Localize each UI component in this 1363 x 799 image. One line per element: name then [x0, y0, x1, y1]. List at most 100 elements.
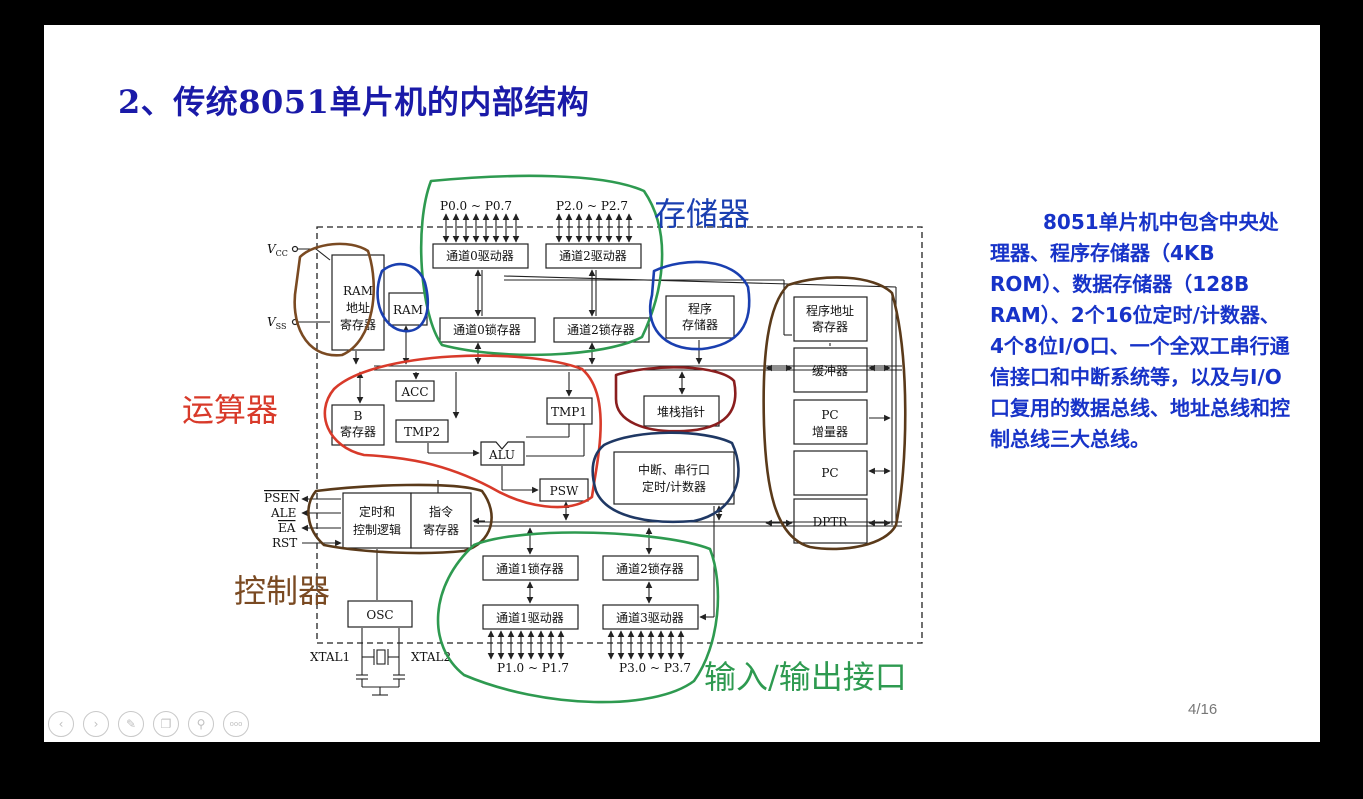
- ram-label: RAM: [393, 303, 423, 317]
- port1-driver-label: 通道1驱动器: [496, 611, 564, 625]
- architecture-diagram: 通道0驱动器 通道2驱动器 通道0锁存器 通道2锁存器 RAM 地址 寄存器 R…: [182, 174, 923, 704]
- page-number: 4/16: [1188, 701, 1218, 718]
- pc-addr-label-1: 程序地址: [806, 303, 854, 318]
- p1-pin-label: P1.0 ~ P1.7: [497, 661, 569, 675]
- timing-label-1: 定时和: [359, 504, 395, 519]
- port0-latch-label: 通道0锁存器: [453, 322, 521, 337]
- b-register-block: [331, 404, 385, 446]
- slide-title: 2、传统8051单片机的内部结构: [118, 83, 590, 121]
- port0-pins: [442, 213, 520, 243]
- p2-pin-label: P2.0 ~ P2.7: [556, 199, 628, 213]
- ram-addr-label-1: RAM: [343, 284, 373, 298]
- acc-label: ACC: [400, 385, 428, 399]
- prog-mem-label-2: 存储器: [682, 317, 718, 332]
- xtal2-pin-label: XTAL2: [411, 650, 451, 664]
- interrupt-outline: [591, 431, 740, 524]
- buffer-label: 缓冲器: [812, 363, 848, 378]
- io-outline: [436, 531, 720, 704]
- psen-pin-label: PSEN: [264, 491, 300, 505]
- port2-latch-block: [553, 317, 650, 343]
- controller-outline: [307, 483, 493, 555]
- timing-control-block: [342, 492, 412, 549]
- tmp1-label: TMP1: [551, 405, 587, 419]
- int-serial-label-1: 中断、串行口: [638, 462, 710, 477]
- right-column-outline: [762, 276, 907, 551]
- zoom-icon[interactable]: ⚲: [188, 711, 214, 737]
- rst-pin-label: RST: [272, 536, 297, 550]
- timing-label-2: 控制逻辑: [353, 523, 401, 537]
- ale-pin-label: ALE: [270, 506, 296, 520]
- alu-label: ALU: [488, 448, 515, 462]
- alu-annotation: 运算器: [182, 391, 278, 429]
- alu-outline: [323, 354, 602, 509]
- port3-pins: [607, 630, 685, 660]
- prev-icon[interactable]: ‹: [48, 711, 74, 737]
- psw-label: PSW: [550, 484, 579, 498]
- b-reg-label-2: 寄存器: [340, 424, 376, 439]
- port1-driver-block: [482, 604, 579, 630]
- ram-addr-reg-block: [331, 254, 385, 351]
- b-reg-label-1: B: [354, 409, 363, 423]
- ram-block: [388, 292, 428, 326]
- stack-outline: [614, 365, 737, 433]
- port2-latch-b-label: 通道2锁存器: [616, 561, 684, 576]
- vcc-pin-label: VCC: [267, 242, 288, 258]
- osc-label: OSC: [366, 608, 393, 622]
- dptr-block: [793, 498, 868, 544]
- pen-icon[interactable]: ✎: [118, 711, 144, 737]
- slide-description: 8051单片机中包含中央处理器、程序存储器（4KB ROM）、数据存储器（128…: [990, 210, 1290, 451]
- io-annotation: 输入/输出接口: [704, 658, 907, 696]
- presentation-toolbar: ‹ › ✎ ❐ ⚲ ooo: [48, 711, 249, 739]
- next-icon[interactable]: ›: [83, 711, 109, 737]
- port2-latch-label: 通道2锁存器: [567, 322, 635, 337]
- ram-addr-label-2: 地址: [346, 301, 370, 315]
- stack-pointer-block: [643, 395, 720, 427]
- alu-block: [480, 441, 525, 466]
- pc-addr-label-2: 寄存器: [812, 319, 848, 334]
- port2-pins: [555, 213, 633, 243]
- tmp2-label: TMP2: [404, 425, 440, 439]
- stack-ptr-label: 堆栈指针: [657, 404, 705, 419]
- port2-driver-label: 通道2驱动器: [559, 249, 627, 263]
- port1-latch-label: 通道1锁存器: [496, 561, 564, 576]
- port1-latch-block: [482, 555, 579, 581]
- controller-annotation: 控制器: [234, 572, 330, 610]
- pc-incrementer-block: [793, 399, 868, 445]
- port0-driver-label: 通道0驱动器: [446, 249, 514, 263]
- memory-annotation: 存储器: [654, 195, 750, 233]
- pc-inc-label-1: PC: [821, 408, 838, 422]
- instruction-reg-block: [410, 492, 472, 549]
- instr-reg-label-1: 指令: [429, 504, 453, 519]
- port0-latch-block: [439, 317, 536, 343]
- p3-pin-label: P3.0 ~ P3.7: [619, 661, 691, 675]
- port3-driver-block: [602, 604, 699, 630]
- more-icon-label: ooo: [229, 719, 243, 728]
- psw-block: [539, 478, 589, 502]
- pc-addr-reg-block: [793, 296, 868, 342]
- copy-icon[interactable]: ❐: [153, 711, 179, 737]
- more-icon[interactable]: ooo: [223, 711, 249, 737]
- port0-driver-block: [432, 243, 529, 269]
- port2-latch-b-block: [602, 555, 699, 581]
- ram-addr-outline: [293, 242, 376, 357]
- dptr-label: DPTR: [813, 515, 849, 529]
- xtal1-pin-label: XTAL1: [310, 650, 350, 664]
- port2-driver-block: [545, 243, 642, 269]
- pc-inc-label-2: 增量器: [812, 425, 848, 439]
- program-memory-block: [665, 295, 735, 339]
- port3-driver-label: 通道3驱动器: [616, 611, 684, 625]
- prog-mem-label-1: 程序: [688, 301, 712, 316]
- vss-pin-label: VSS: [267, 315, 287, 331]
- pc-label: PC: [821, 466, 838, 480]
- p0-pin-label: P0.0 ~ P0.7: [440, 199, 512, 213]
- program-memory-outline: [648, 260, 751, 351]
- ea-pin-label: EA: [278, 521, 296, 535]
- osc-block: [347, 600, 413, 628]
- interrupt-serial-block: [613, 451, 735, 505]
- instr-reg-label-2: 寄存器: [423, 522, 459, 537]
- acc-block: [395, 380, 435, 402]
- slide: 2、传统8051单片机的内部结构: [44, 25, 1320, 742]
- ram-outline: [376, 262, 430, 333]
- tmp2-block: [395, 419, 449, 443]
- port1-pins: [487, 630, 565, 660]
